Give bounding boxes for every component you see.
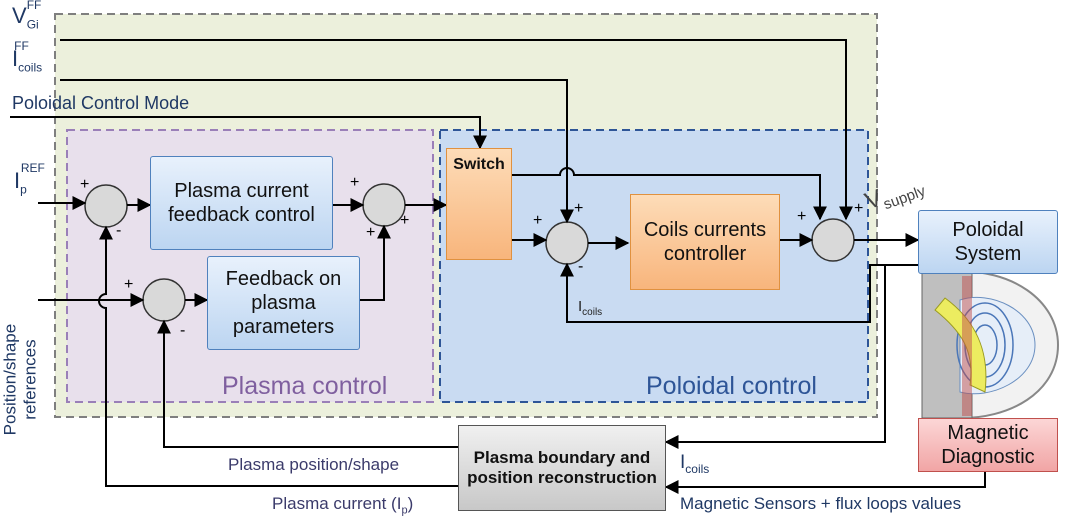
sum-junction-ip [84,184,128,228]
sign-plasma-out-plus-bottom: + [366,224,376,241]
input-vgi-ff: VGi FF [12,0,53,32]
icoils-right-base: I [680,452,686,473]
signal-switch-direct [512,167,827,221]
sign-supply-plus-left: + [797,208,807,225]
magnetic-sensors-label: Magnetic Sensors + flux loops values [680,494,962,513]
signal-fbp-to-sum [360,224,391,301]
magnetic-diagnostic-block: Magnetic Diagnostic [918,418,1058,472]
input-position-refs: Position/shape references [0,323,39,436]
icoils-feedback-label: Icoils [578,298,602,318]
plasma-control-title: Plasma control [222,372,388,400]
signal-plasma-position [157,319,458,448]
input-icoils-ff: Icoils FF [12,39,57,75]
signal-control-mode [10,116,487,150]
plasma-position-shape-label: Plasma position/shape [228,455,400,474]
signal-icoils-to-recon [664,264,918,449]
tokamak-illustration [921,270,1060,420]
input-ip-sub: p [20,182,27,197]
sum-junction-shape [142,278,186,322]
icoils-feedback-sub: coils [582,307,603,318]
switch-block: Switch [446,148,512,260]
sign-coils-plus-top: + [574,200,584,217]
coils-currents-controller-block: Coils currents controller [630,194,780,290]
icoils-feedback-base: I [578,298,583,315]
switch-label: Switch [453,156,505,173]
sign-ip-plus: + [80,176,90,193]
input-vgi-sup: FF [26,0,42,12]
input-icoils-sub: coils [18,60,43,75]
signal-icoils-ff [60,79,574,224]
sum-junction-supply [811,218,855,262]
plasma-current-sub: p [401,504,408,517]
input-icoils-base: I [12,46,19,71]
sign-shape-minus: - [180,322,186,339]
poloidal-system-block: Poloidal System [918,210,1058,274]
input-icoils-sup: FF [14,38,29,53]
input-ip-base: I [14,168,21,193]
input-poloidal-mode: Poloidal Control Mode [12,93,190,113]
signal-magnetic-sensors [664,472,986,494]
sign-plasma-out-plus-right: + [400,212,410,229]
signal-vgi-ff [60,39,853,221]
plasma-current-post: ) [407,494,414,513]
input-ip-sup: REF [20,160,45,175]
icoils-right-sub: coils [685,461,710,476]
icoils-right-label: Icoils [680,452,709,476]
poloidal-control-title: Poloidal control [646,372,817,400]
sign-coils-plus-left: + [533,212,543,229]
sign-shape-plus: + [124,276,134,293]
input-vgi-base: V [12,3,27,28]
sign-ip-minus: - [116,222,122,239]
signal-plasma-current [98,225,458,487]
input-vgi-sub: Gi [26,17,39,32]
plasma-current-feedback-block: Plasma current feedback control [150,156,333,250]
plasma-current-label: Plasma current (Ip) [272,494,413,516]
plasma-current-pre: Plasma current (I [272,494,402,513]
sign-supply-plus-top: + [854,200,864,217]
sum-junction-plasma-out [362,183,406,227]
reconstruction-block: Plasma boundary and position reconstruct… [458,425,666,511]
sign-plasma-out-plus-left: + [350,174,360,191]
input-ip-ref: Ip REF [14,161,51,197]
feedback-plasma-params-block: Feedback on plasma parameters [207,256,360,350]
sign-coils-minus: - [578,258,584,275]
